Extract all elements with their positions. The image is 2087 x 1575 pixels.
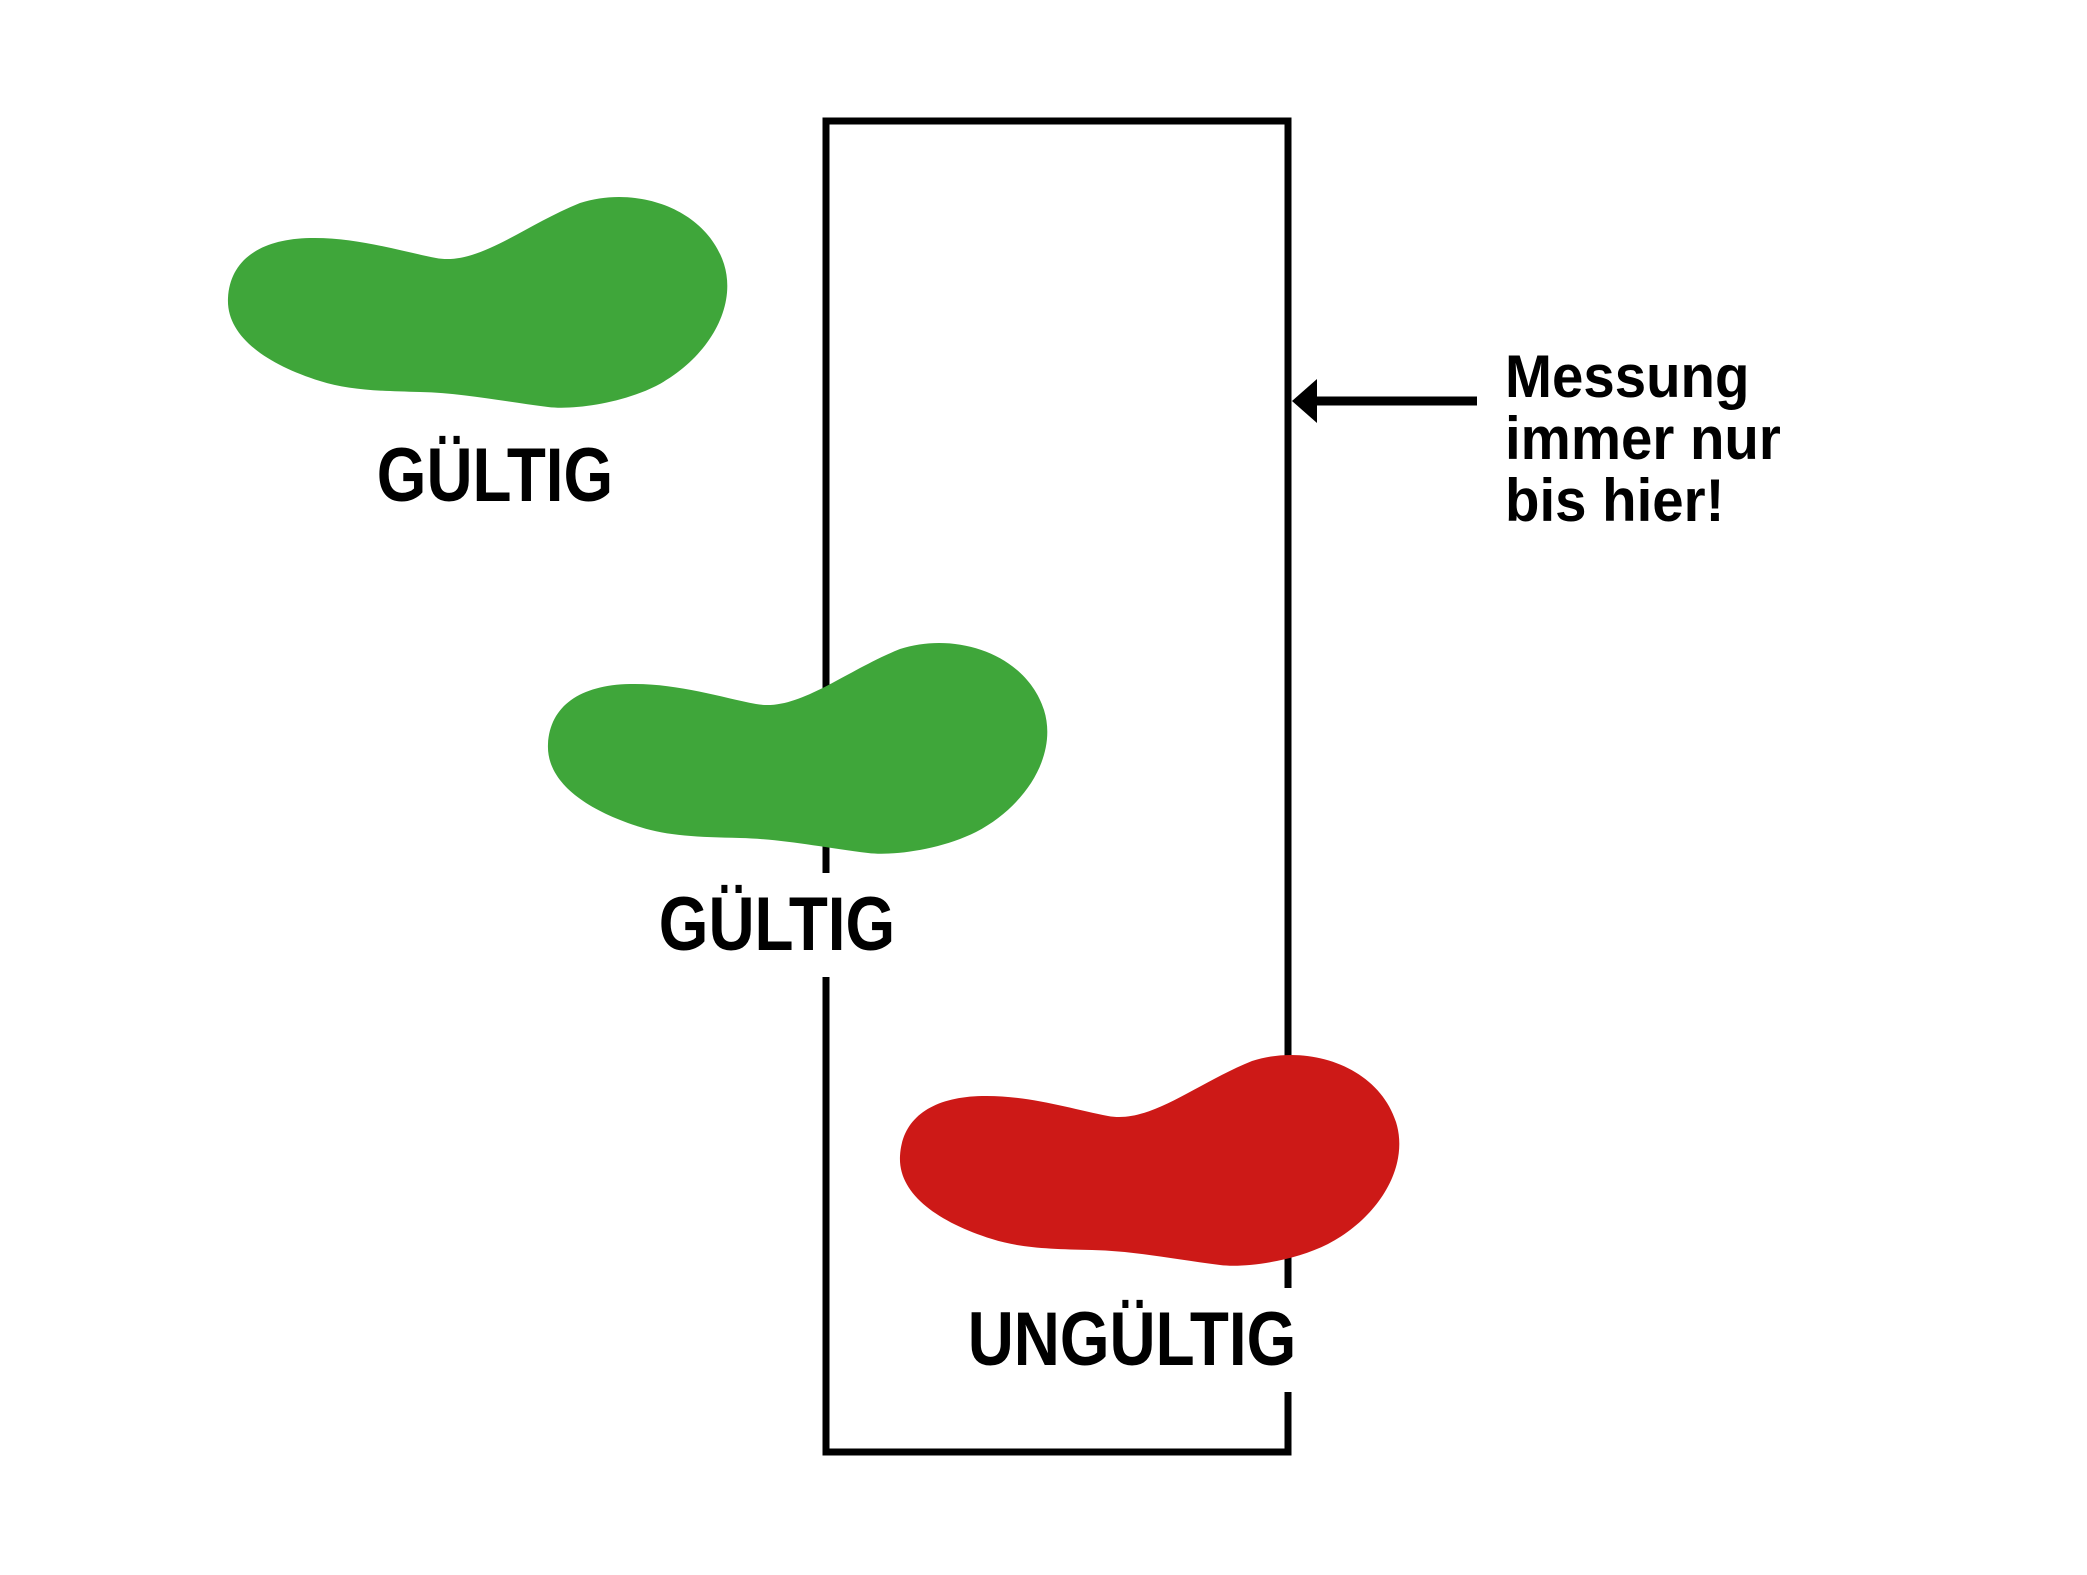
measurement-note: Messung immer nur bis hier!: [1505, 343, 1781, 534]
label-invalid: UNGÜLTIG: [947, 1288, 1317, 1392]
measurement-arrow-icon: [1292, 379, 1477, 423]
footprint-valid-2: [547, 642, 1048, 854]
footprint-invalid: [899, 1054, 1400, 1266]
footprint-valid-1: [227, 196, 728, 408]
label-valid-2: GÜLTIG: [638, 873, 916, 977]
label-valid-1: GÜLTIG: [356, 424, 634, 528]
